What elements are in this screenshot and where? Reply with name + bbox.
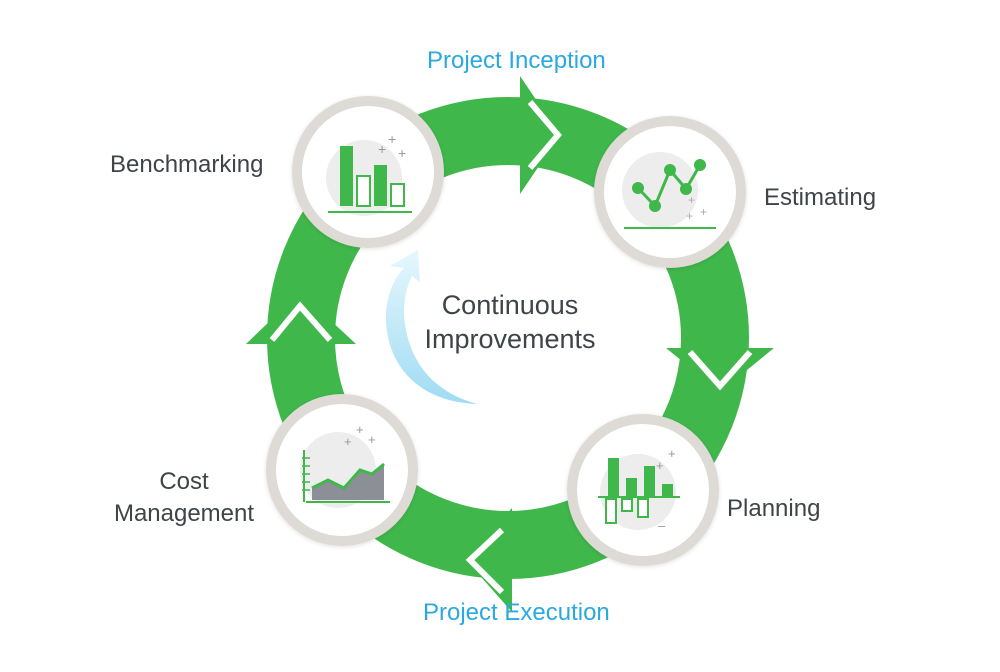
- label-cost-management: Cost Management: [104, 466, 264, 530]
- label-estimating: Estimating: [764, 184, 877, 211]
- svg-text:+: +: [344, 434, 352, 449]
- svg-text:+: +: [388, 131, 396, 147]
- svg-text:+: +: [668, 446, 676, 461]
- area-chart-icon: + + +: [302, 422, 390, 503]
- center-title-line2: Improvements: [424, 324, 596, 354]
- node-estimating: + + +: [594, 116, 746, 268]
- label-benchmarking: Benchmarking: [110, 151, 264, 178]
- svg-text:+: +: [688, 193, 695, 207]
- arrow-head-top: [520, 76, 560, 194]
- svg-text:+: +: [398, 145, 406, 161]
- variance-chart-icon: + + –: [598, 446, 680, 533]
- svg-text:+: +: [378, 141, 386, 157]
- line-chart-icon: + + +: [624, 159, 716, 229]
- label-planning: Planning: [727, 495, 821, 522]
- svg-text:+: +: [700, 205, 707, 219]
- svg-text:–: –: [658, 518, 666, 533]
- label-cost-management-line2: Management: [113, 500, 255, 527]
- svg-text:+: +: [356, 422, 364, 437]
- label-cost-management-line1: Cost: [159, 468, 209, 495]
- node-benchmarking: + + +: [292, 96, 444, 248]
- center-title: Continuous Improvements: [404, 288, 616, 356]
- cycle-arrow-heads: [246, 76, 774, 612]
- bar-chart-icon: + + +: [328, 131, 412, 213]
- center-title-line1: Continuous: [441, 290, 579, 320]
- node-planning: + + –: [567, 414, 719, 566]
- node-cost-management: + + +: [266, 394, 418, 546]
- center-curved-arrow: [385, 250, 478, 404]
- svg-text:+: +: [686, 209, 693, 223]
- label-project-execution: Project Execution: [423, 599, 610, 626]
- label-project-inception: Project Inception: [427, 47, 606, 74]
- svg-text:+: +: [656, 458, 664, 473]
- arrow-head-left: [246, 292, 356, 344]
- svg-text:+: +: [368, 432, 376, 447]
